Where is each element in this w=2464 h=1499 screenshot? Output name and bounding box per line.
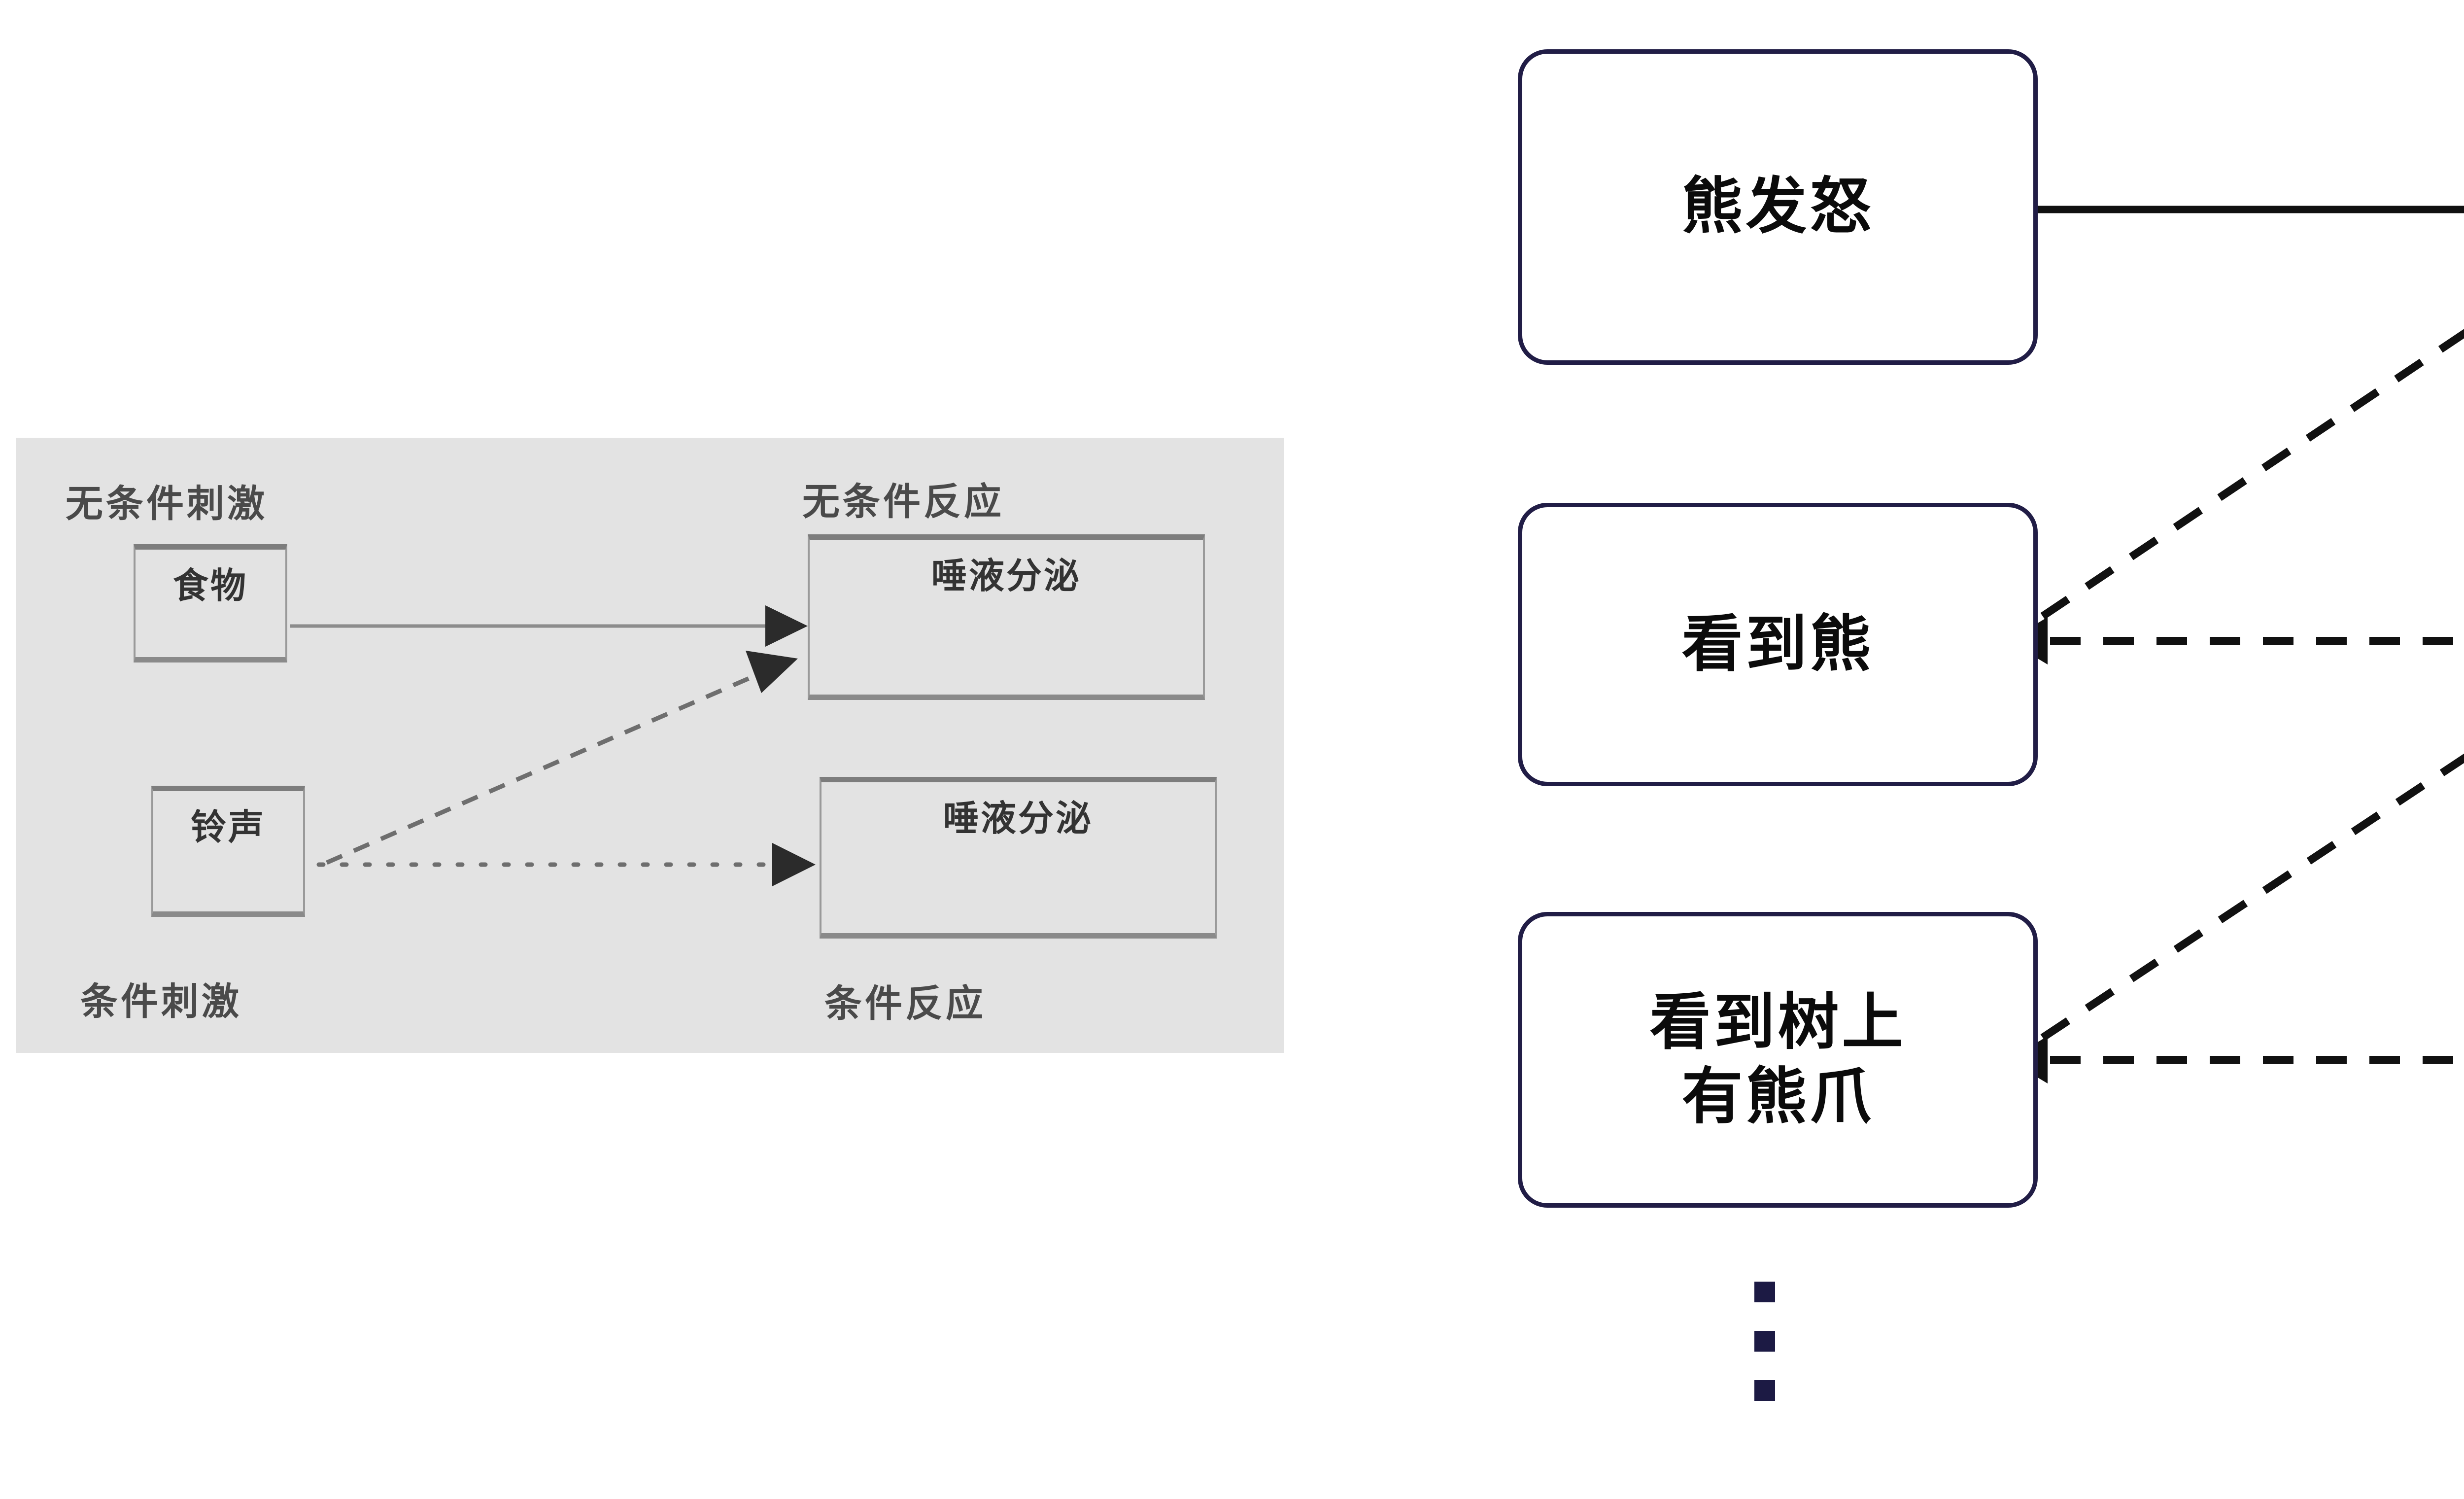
box-see-bear: 看到熊: [1518, 503, 2038, 786]
box-see-bear-label: 看到熊: [1681, 610, 1874, 678]
arrow-see-bear-to-reward: [2040, 329, 2464, 620]
box-bear-angry-label: 熊发怒: [1681, 173, 1874, 241]
arrow-bell-to-salivation-top: [326, 651, 798, 865]
arrow-see-claw-to-vs: [2008, 1036, 2464, 1083]
box-see-claw-in-tree-label: 看到树上 有熊爪: [1649, 988, 1906, 1131]
ellipsis-square: [1754, 1282, 1775, 1302]
box-salivation-bottom: 唾液分泌: [820, 777, 1217, 939]
rl-value-diagram: 熊发怒 看到熊 看到树上 有熊爪 奖励 V(s′) V(s): [1454, 0, 2464, 1499]
box-bear-angry: 熊发怒: [1518, 49, 2038, 365]
box-bell-label: 铃声: [190, 808, 266, 847]
arrow-food-to-salivation: [290, 605, 808, 647]
arrow-see-claw-to-vsprime: [2040, 753, 2464, 1041]
ellipsis-state-column: [1754, 1282, 1775, 1429]
arrow-bell-to-salivation-bottom: [316, 843, 816, 886]
label-unconditioned-stimulus: 无条件刺激: [66, 483, 268, 525]
ellipsis-square: [1754, 1331, 1775, 1352]
arrow-see-bear-to-vsprime: [2008, 617, 2464, 664]
box-salivation-top-label: 唾液分泌: [931, 557, 1081, 596]
box-see-claw-in-tree: 看到树上 有熊爪: [1518, 912, 2038, 1208]
label-unconditioned-response: 无条件反应: [802, 481, 1004, 523]
box-bell: 铃声: [151, 786, 305, 917]
arrow-anger-to-reward: [2038, 206, 2464, 213]
box-salivation-bottom-label: 唾液分泌: [943, 799, 1093, 838]
label-conditioned-stimulus: 条件刺激: [80, 981, 242, 1023]
box-food-label: 食物: [172, 566, 248, 606]
label-conditioned-response: 条件反应: [824, 983, 986, 1025]
classical-conditioning-panel: 无条件刺激 无条件反应 条件刺激 条件反应 食物 铃声 唾液分泌 唾液分泌: [16, 438, 1284, 1053]
box-food: 食物: [134, 544, 287, 662]
conditioning-arrows: [290, 605, 816, 886]
box-salivation-top: 唾液分泌: [808, 534, 1205, 700]
ellipsis-square: [1754, 1380, 1775, 1401]
